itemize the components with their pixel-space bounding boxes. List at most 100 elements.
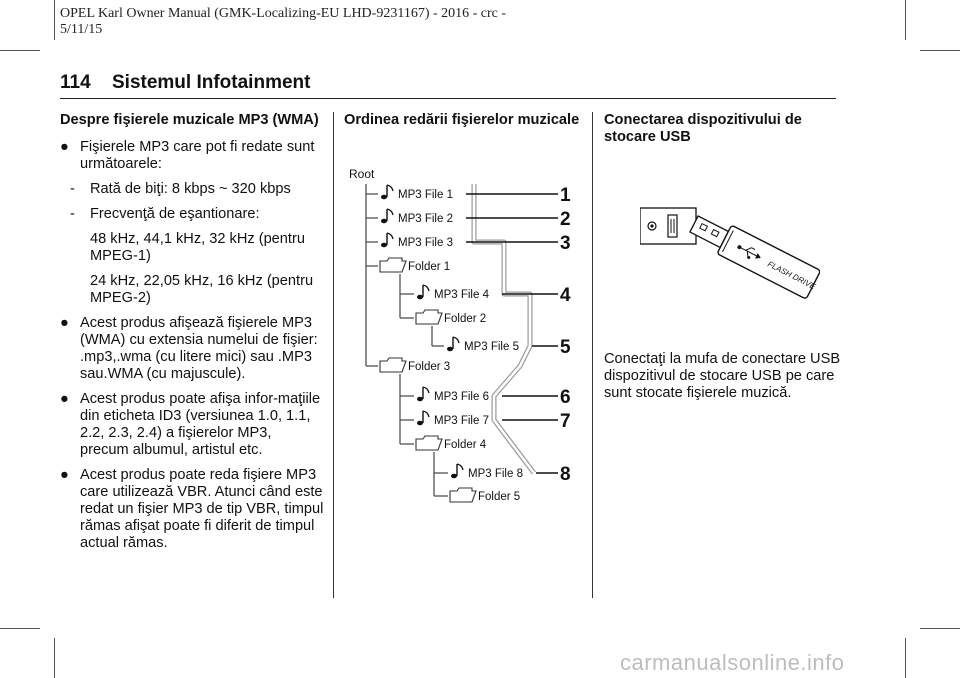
mp3-file-node: MP3 File 7 7 <box>417 410 571 432</box>
folder-icon <box>379 257 407 273</box>
play-order-number: 3 <box>560 233 571 254</box>
watermark: carmanualsonline.info <box>620 650 845 675</box>
dash-marker: - <box>70 206 75 222</box>
music-note-icon <box>381 184 394 200</box>
folder-node: Folder 4 <box>415 435 487 451</box>
bullet-text: Acest produs afişează fişierele MP3 (WMA… <box>80 315 318 382</box>
usb-port-icon <box>647 214 678 238</box>
file-label: MP3 File 4 <box>434 289 490 301</box>
file-label: MP3 File 3 <box>398 237 453 249</box>
playback-path-line <box>471 184 536 475</box>
usb-instructions-text: Conectaţi la mufa de conectare USB dispo… <box>604 351 841 401</box>
list-item: ● Acest produs afişează fişierele MP3 (W… <box>60 315 324 383</box>
folder-node: Folder 1 <box>379 257 450 273</box>
list-item: ● Acest produs poate reda fişiere MP3 ca… <box>60 467 324 552</box>
print-metadata-line1: OPEL Karl Owner Manual (GMK-Localizing-E… <box>60 6 507 21</box>
sub-list-item: - Frecvenţă de eşantionare: <box>60 206 324 223</box>
page-number: 114 <box>60 72 91 93</box>
sub-item-text: Rată de biţi: 8 kbps ~ 320 kbps <box>90 181 291 197</box>
folder-icon <box>415 435 443 451</box>
diagram-root-label: Root <box>349 167 375 181</box>
bullet-text: Acest produs poate afişa infor-maţiile d… <box>80 391 321 458</box>
folder-node: Folder 3 <box>379 357 450 373</box>
file-label: MP3 File 1 <box>398 189 453 201</box>
crop-mark <box>54 0 55 40</box>
folder-icon <box>415 309 443 325</box>
folder-label: Folder 4 <box>444 439 487 451</box>
column-playback-order: Ordinea redării fişierelor muzicale <box>344 112 584 139</box>
music-note-icon <box>447 336 460 352</box>
usb-flash-drive: FLASH DRIVE <box>689 215 820 299</box>
section-title: Sistemul Infotainment <box>112 72 311 93</box>
bullet-icon: ● <box>60 139 69 155</box>
page-header: 114 Sistemul Infotainment <box>60 70 836 99</box>
file-label: MP3 File 2 <box>398 213 453 225</box>
bullet-icon: ● <box>60 315 69 331</box>
playback-path <box>471 184 536 475</box>
mp3-file-node: MP3 File 3 3 <box>381 232 571 254</box>
mp3-file-node: MP3 File 2 2 <box>381 208 571 230</box>
column-usb: Conectarea dispozitivului de stocare USB <box>604 112 844 156</box>
play-order-number: 1 <box>560 185 571 206</box>
play-order-number: 8 <box>560 464 571 485</box>
mp3-file-node: MP3 File 1 1 <box>381 184 571 206</box>
folder-node: Folder 2 <box>415 309 486 325</box>
music-note-icon <box>451 463 464 479</box>
mp3-file-node: MP3 File 5 5 <box>447 336 571 358</box>
sub-item-text: Frecvenţă de eşantionare: <box>90 206 260 222</box>
music-note-icon <box>417 284 430 300</box>
play-order-number: 5 <box>560 337 571 358</box>
bullet-icon: ● <box>60 391 69 407</box>
mp3-file-node: MP3 File 4 4 <box>417 284 571 306</box>
play-order-number: 7 <box>560 411 571 432</box>
folder-icon <box>379 357 407 373</box>
music-note-icon <box>417 410 430 426</box>
sub-list-para: 48 kHz, 44,1 kHz, 32 kHz (pentru MPEG-1) <box>60 231 324 265</box>
bullet-text: Fişierele MP3 care pot fi redate sunt ur… <box>80 139 315 172</box>
list-item: ● Acest produs poate afişa infor-maţiile… <box>60 391 324 459</box>
crop-mark <box>905 638 906 678</box>
print-metadata-line2: 5/11/15 <box>60 22 103 37</box>
music-note-icon <box>417 386 430 402</box>
play-order-number: 6 <box>560 387 571 408</box>
play-order-number: 4 <box>560 285 571 306</box>
column-mp3-info: Despre fişierele muzicale MP3 (WMA) ● Fi… <box>60 112 324 560</box>
crop-mark <box>0 628 40 629</box>
column-divider <box>333 112 334 598</box>
folder-label: Folder 5 <box>478 491 520 503</box>
mp3-heading: Despre fişierele muzicale MP3 (WMA) <box>60 112 319 128</box>
playback-order-heading: Ordinea redării fişierelor muzicale <box>344 112 580 128</box>
crop-mark <box>920 50 960 51</box>
usb-heading: Conectarea dispozitivului de stocare USB <box>604 112 802 145</box>
usb-illustration: FLASH DRIVE <box>640 207 820 299</box>
file-label: MP3 File 5 <box>464 341 519 353</box>
folder-label: Folder 1 <box>408 261 450 273</box>
file-label: MP3 File 8 <box>468 468 523 480</box>
list-item: ● Fişierele MP3 care pot fi redate sunt … <box>60 139 324 173</box>
column-divider <box>592 112 593 598</box>
bullet-text: Acest produs poate reda fişiere MP3 care… <box>80 467 324 551</box>
usb-symbol-icon <box>737 245 761 260</box>
mp3-file-node: MP3 File 8 8 <box>451 463 571 485</box>
folder-label: Folder 2 <box>444 313 486 325</box>
music-note-icon <box>381 232 394 248</box>
sub-item-text: 24 kHz, 22,05 kHz, 16 kHz (pentru MPEG-2… <box>90 273 314 306</box>
crop-mark <box>905 0 906 40</box>
bullet-icon: ● <box>60 467 69 483</box>
file-label: MP3 File 7 <box>434 415 489 427</box>
play-order-number: 2 <box>560 209 571 230</box>
folder-label: Folder 3 <box>408 361 450 373</box>
usb-instructions: Conectaţi la mufa de conectare USB dispo… <box>604 351 844 402</box>
sub-list-para: 24 kHz, 22,05 kHz, 16 kHz (pentru MPEG-2… <box>60 273 324 307</box>
dash-marker: - <box>70 181 75 197</box>
tree-connectors <box>365 184 448 497</box>
crop-mark <box>920 628 960 629</box>
sub-item-text: 48 kHz, 44,1 kHz, 32 kHz (pentru MPEG-1) <box>90 231 305 264</box>
print-metadata: OPEL Karl Owner Manual (GMK-Localizing-E… <box>60 6 506 38</box>
music-note-icon <box>381 208 394 224</box>
crop-mark <box>0 50 40 51</box>
folder-node: Folder 5 <box>449 487 520 503</box>
